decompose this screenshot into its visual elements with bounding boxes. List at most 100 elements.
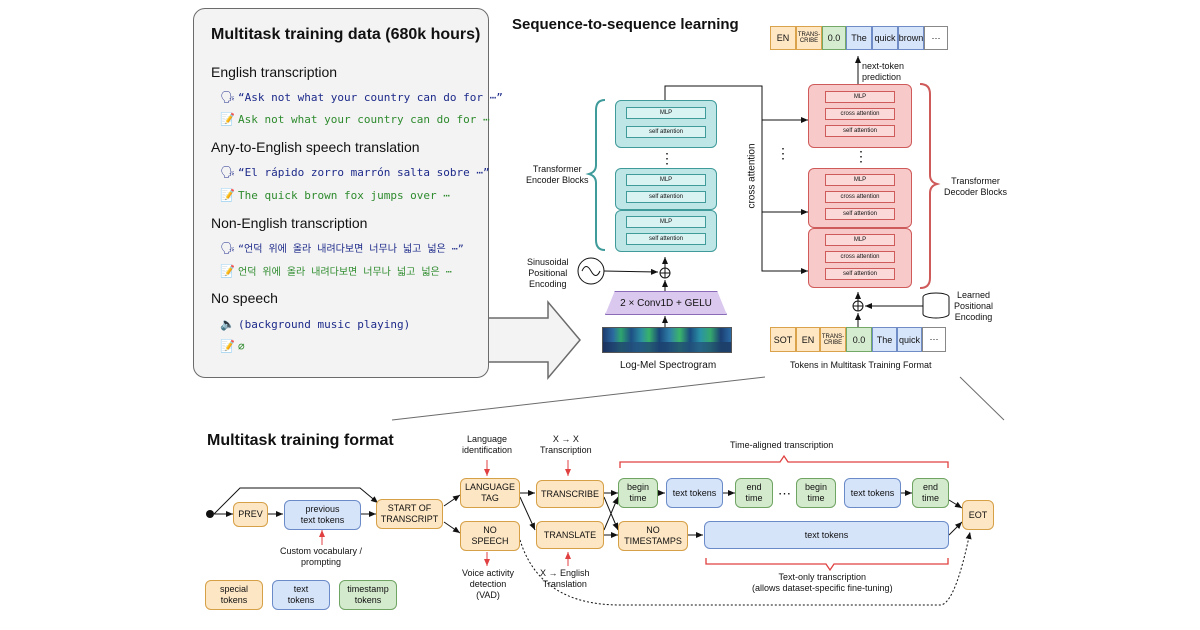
- speaker-low-icon: 🔈: [220, 317, 235, 331]
- cross-attention-label: cross attention: [746, 143, 758, 209]
- end-time-token: end time: [735, 478, 773, 508]
- spectrogram-image: [602, 327, 732, 353]
- time-aligned-brace: [619, 454, 949, 468]
- encoder-brace: [585, 99, 606, 251]
- mlp-layer: MLP: [626, 174, 706, 186]
- section-heading: English transcription: [211, 64, 338, 80]
- cross-attention-layer: cross attention: [825, 191, 895, 203]
- speaker-icon: 🗣: [220, 165, 236, 179]
- input-token: ⋯: [922, 327, 946, 352]
- speaker-icon: 🗣: [220, 241, 236, 255]
- no-speech-token: NO SPEECH: [460, 521, 520, 551]
- memo-icon: 📝: [220, 264, 235, 278]
- tokens-caption: Tokens in Multitask Training Format: [790, 360, 932, 370]
- text-example: 📝Ask not what your country can do for ⋯: [220, 112, 490, 126]
- no-timestamps-token: NO TIMESTAMPS: [618, 521, 688, 551]
- text-only-brace: [705, 558, 949, 572]
- section-heading: Non-English transcription: [211, 215, 368, 231]
- previous-text-tokens: previous text tokens: [284, 500, 361, 530]
- encoder-label: Transformer Encoder Blocks: [526, 164, 589, 185]
- decoder-label: Transformer Decoder Blocks: [944, 176, 1008, 197]
- eot-token: EOT: [962, 500, 994, 530]
- ellipsis: ⋯: [778, 486, 791, 501]
- speech-example: 🔈(background music playing): [220, 317, 411, 331]
- speaker-icon: 🗣: [220, 90, 236, 104]
- speech-example: 🗣“Ask not what your country can do for ⋯…: [220, 90, 503, 104]
- section-heading: No speech: [211, 290, 278, 306]
- decoder-hdots: ⋮: [776, 145, 790, 161]
- translate-token: TRANSLATE: [536, 521, 604, 549]
- decoder-block: MLP cross attention self attention: [808, 84, 912, 148]
- text-tokens-long: text tokens: [704, 521, 949, 549]
- language-id-label: Language identification: [462, 434, 513, 455]
- section-heading: Any-to-English speech translation: [211, 139, 420, 155]
- end-time-token: end time: [912, 478, 949, 508]
- output-token: 0.0: [822, 26, 846, 50]
- self-attention-layer: self attention: [825, 125, 895, 137]
- x-to-x-label: X → X Transcription: [540, 434, 592, 455]
- next-token-label: next-token prediction: [862, 61, 905, 82]
- decoder-brace: [919, 83, 941, 289]
- input-token: The: [872, 327, 897, 352]
- self-attention-layer: self attention: [626, 126, 706, 138]
- output-token: TRANS- CRIBE: [796, 26, 822, 50]
- sinusoidal-label: Sinusoidal Positional Encoding: [527, 257, 569, 289]
- begin-time-token: begin time: [796, 478, 836, 508]
- cross-attention-layer: cross attention: [825, 251, 895, 263]
- encoder-block: MLP self attention: [615, 168, 717, 210]
- mlp-layer: MLP: [825, 174, 895, 186]
- output-token: quick: [872, 26, 898, 50]
- text-tokens: text tokens: [844, 478, 901, 508]
- seq2seq-title: Sequence-to-sequence learning: [512, 16, 739, 33]
- text-example: 📝The quick brown fox jumps over ⋯: [220, 188, 450, 202]
- output-token: The: [846, 26, 872, 50]
- mlp-layer: MLP: [626, 107, 706, 119]
- self-attention-layer: self attention: [626, 191, 706, 203]
- begin-time-token: begin time: [618, 478, 658, 508]
- legend-text-tokens: text tokens: [272, 580, 330, 610]
- speech-example: 🗣“El rápido zorro marrón salta sobre ⋯”: [220, 165, 490, 179]
- training-format-title: Multitask training format: [207, 432, 394, 449]
- decoder-dots: ⋮: [854, 148, 868, 164]
- output-token: ⋯: [924, 26, 948, 50]
- data-flow-arrow: [484, 299, 581, 381]
- text-example: 📝∅: [220, 339, 245, 353]
- input-token: TRANS- CRIBE: [820, 327, 846, 352]
- conv-gelu-layer: 2 × Conv1D + GELU: [605, 291, 727, 315]
- spectrogram-label: Log-Mel Spectrogram: [620, 360, 717, 371]
- mlp-layer: MLP: [626, 216, 706, 228]
- encoder-dots: ⋮: [660, 150, 674, 166]
- self-attention-layer: self attention: [825, 208, 895, 220]
- decoder-block: MLP cross attention self attention: [808, 168, 912, 228]
- encoder-block: MLP self attention: [615, 210, 717, 252]
- text-tokens: text tokens: [666, 478, 723, 508]
- input-token: 0.0: [846, 327, 872, 352]
- memo-icon: 📝: [220, 339, 235, 353]
- cross-attention-layer: cross attention: [825, 108, 895, 120]
- input-token: quick: [897, 327, 922, 352]
- x-to-english-label: X → English Translation: [540, 568, 590, 589]
- mlp-layer: MLP: [825, 234, 895, 246]
- output-token: brown: [898, 26, 924, 50]
- custom-vocab-label: Custom vocabulary / prompting: [280, 546, 363, 567]
- input-token: EN: [796, 327, 820, 352]
- learned-pe-label: Learned Positional Encoding: [954, 290, 994, 322]
- legend-special-tokens: special tokens: [205, 580, 263, 610]
- transcribe-token: TRANSCRIBE: [536, 480, 604, 508]
- start-of-transcript-token: START OF TRANSCRIPT: [376, 499, 443, 529]
- self-attention-layer: self attention: [626, 233, 706, 245]
- legend-timestamp-tokens: timestamp tokens: [339, 580, 397, 610]
- encoder-block: MLP self attention: [615, 100, 717, 148]
- training-data-panel: [193, 8, 489, 378]
- language-tag-token: LANGUAGE TAG: [460, 478, 520, 508]
- self-attention-layer: self attention: [825, 268, 895, 280]
- output-token: EN: [770, 26, 796, 50]
- prev-token: PREV: [233, 502, 268, 527]
- decoder-block: MLP cross attention self attention: [808, 228, 912, 288]
- training-data-title: Multitask training data (680k hours): [211, 26, 481, 43]
- text-example: 📝언덕 위에 올라 내려다보면 너무나 넓고 넓은 ⋯: [220, 264, 452, 278]
- time-aligned-label: Time-aligned transcription: [730, 440, 834, 450]
- vad-label: Voice activity detection (VAD): [462, 568, 515, 600]
- input-token: SOT: [770, 327, 796, 352]
